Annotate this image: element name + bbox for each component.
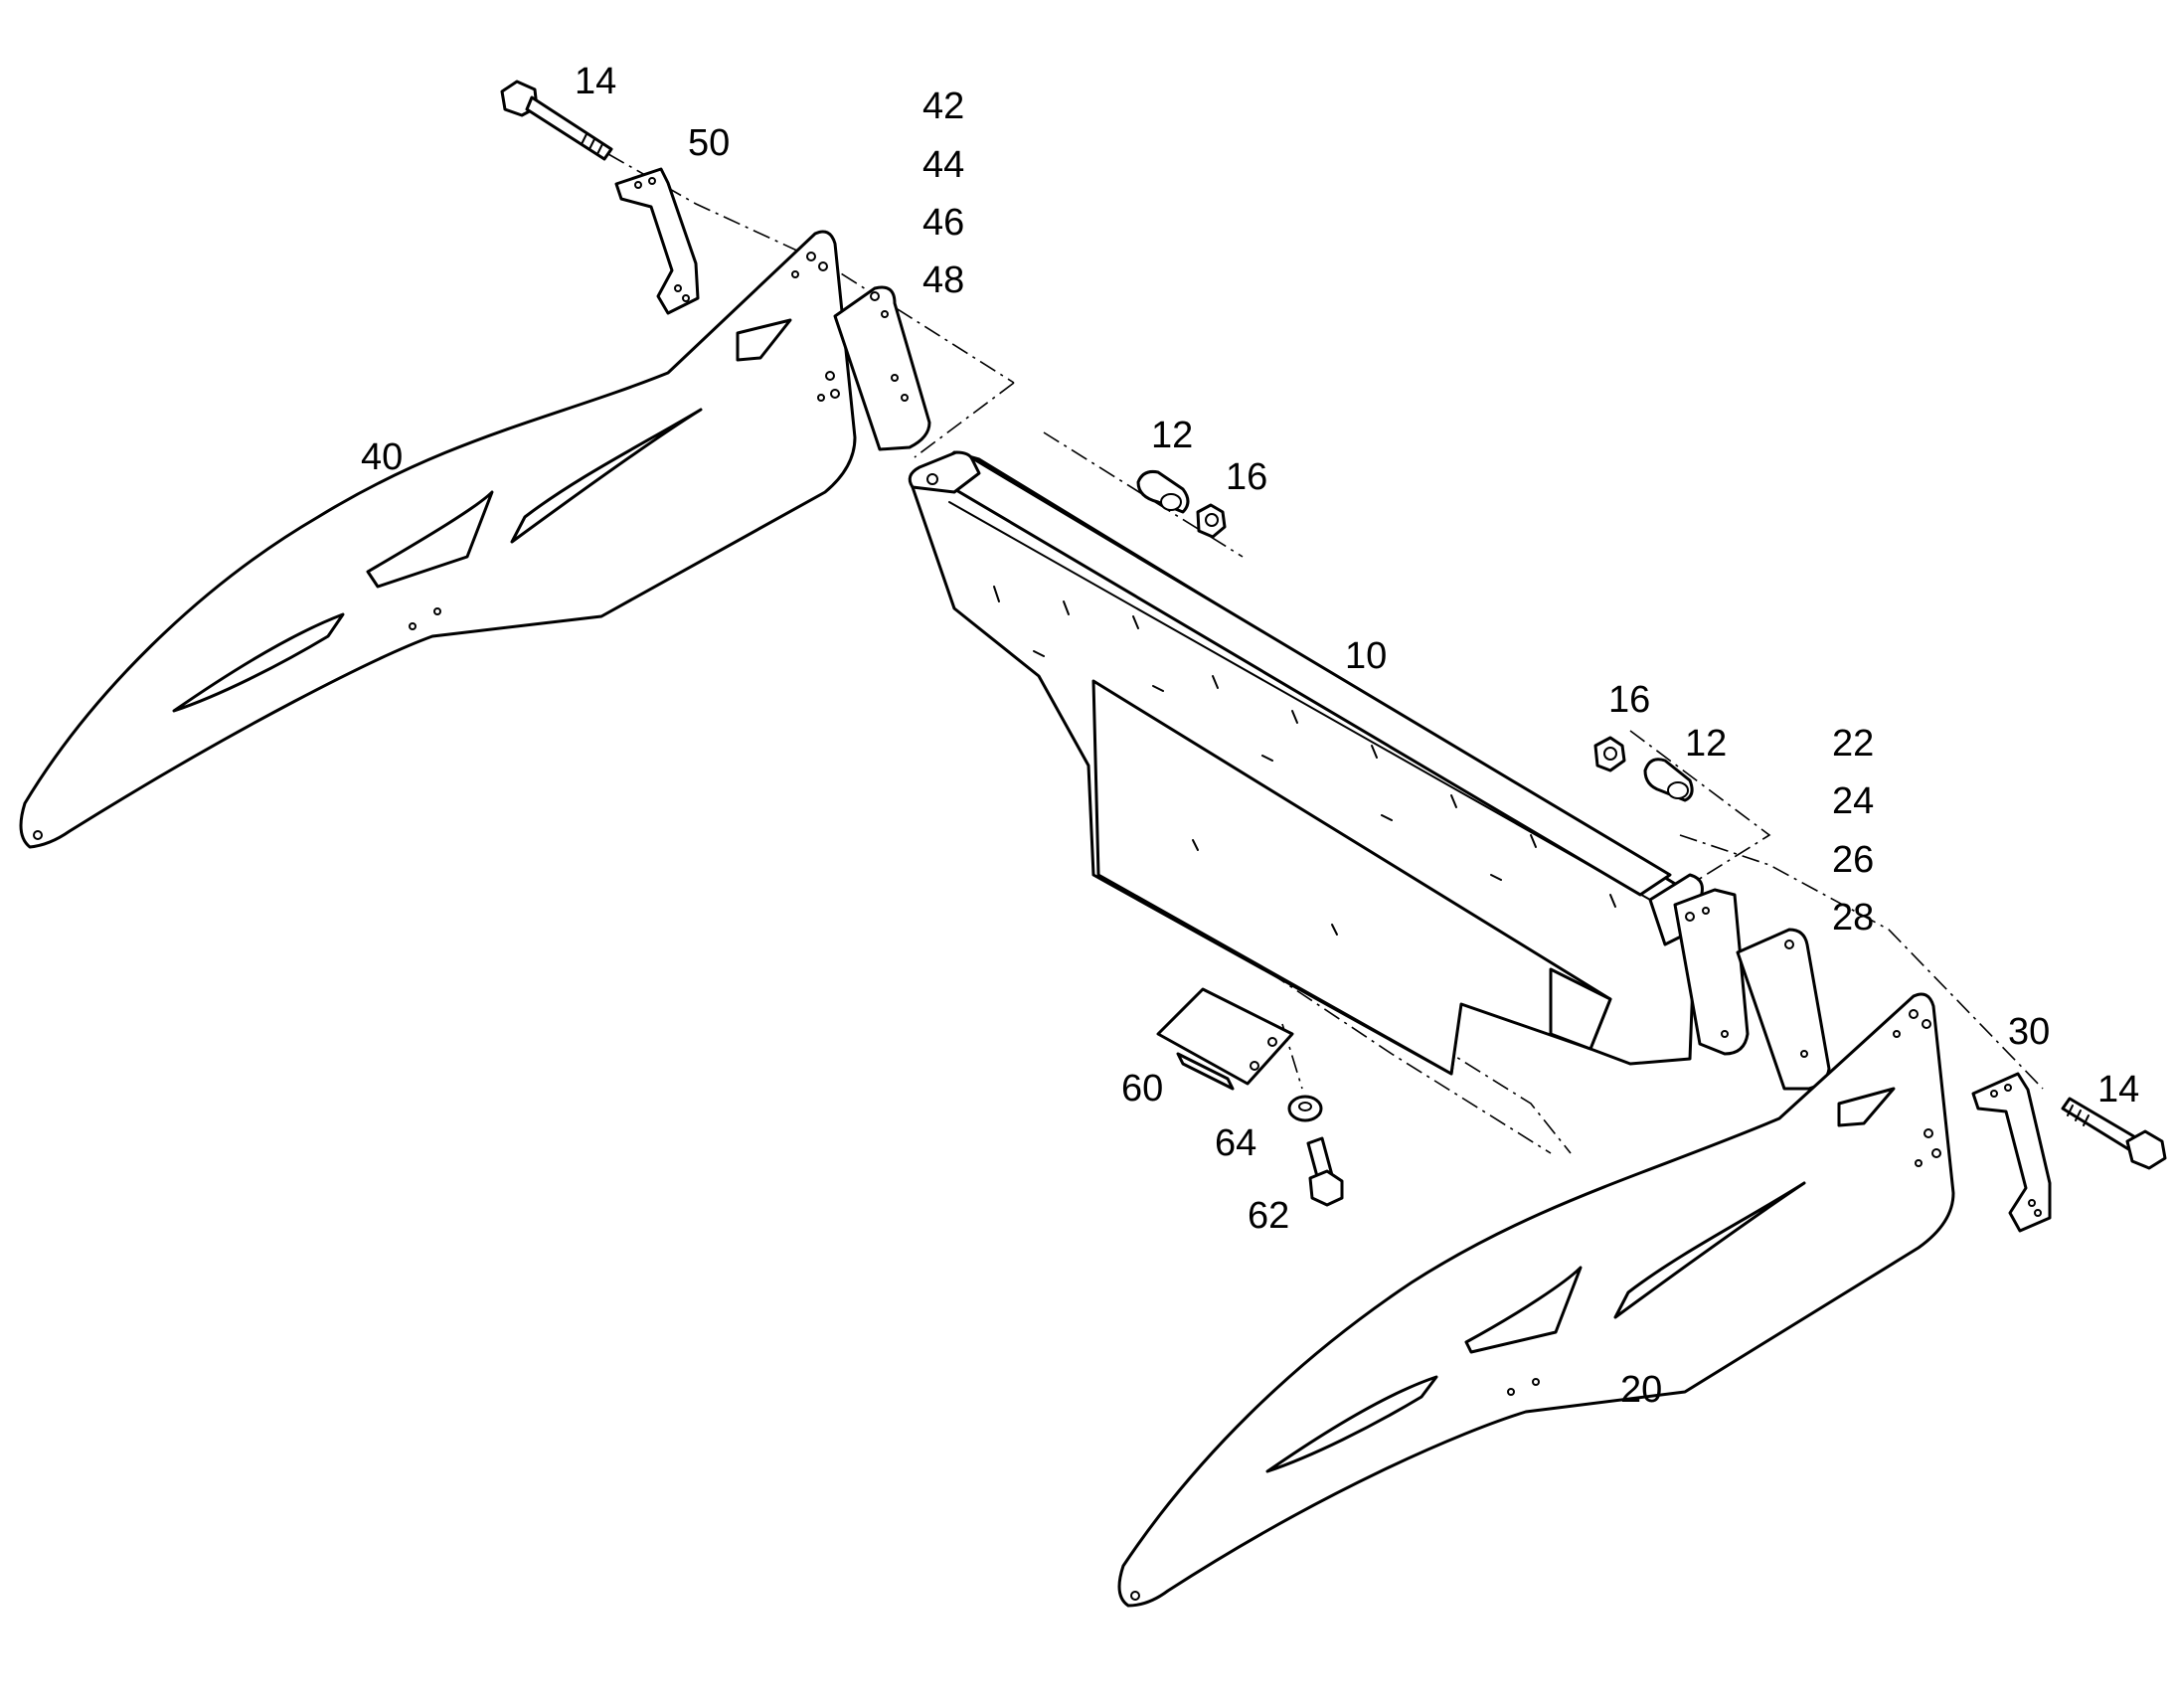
callout-24: 24 bbox=[1832, 780, 1874, 822]
upper-bushing-part-12 bbox=[1136, 470, 1190, 514]
callout-10: 10 bbox=[1345, 635, 1387, 677]
callout-42: 42 bbox=[922, 85, 964, 127]
right-side-arm-part-20 bbox=[1117, 992, 1955, 1608]
left-bracket-part-50 bbox=[614, 167, 700, 315]
right-plates-part-22-28 bbox=[1673, 888, 1831, 1091]
callout-20: 20 bbox=[1620, 1369, 1662, 1411]
screw-part-62 bbox=[1306, 1136, 1344, 1207]
callout-labels: 14 50 42 44 46 48 40 12 16 10 16 12 22 2… bbox=[361, 61, 2139, 1411]
lower-bushing-part-12 bbox=[1643, 758, 1694, 802]
central-beam-part-10 bbox=[908, 450, 1704, 1076]
right-bolt-part-14 bbox=[2061, 1097, 2167, 1170]
lower-nut-part-16 bbox=[1593, 736, 1626, 772]
callout-12-upper: 12 bbox=[1151, 415, 1193, 456]
callout-48: 48 bbox=[922, 259, 964, 301]
callout-14-left: 14 bbox=[575, 61, 616, 102]
callout-14-right: 14 bbox=[2097, 1069, 2139, 1110]
right-bracket-part-30 bbox=[1971, 1072, 2052, 1233]
callout-26: 26 bbox=[1832, 839, 1874, 881]
callout-60: 60 bbox=[1121, 1068, 1163, 1110]
callout-62: 62 bbox=[1248, 1195, 1289, 1237]
callout-16-lower: 16 bbox=[1608, 679, 1650, 721]
left-plates-part-42-48 bbox=[833, 285, 931, 451]
callout-50: 50 bbox=[688, 122, 730, 164]
left-side-arm-part-40 bbox=[19, 230, 857, 849]
callout-64: 64 bbox=[1215, 1122, 1256, 1164]
callout-16-upper: 16 bbox=[1226, 456, 1267, 498]
callout-30: 30 bbox=[2008, 1011, 2050, 1053]
callout-22: 22 bbox=[1832, 723, 1874, 765]
callout-28: 28 bbox=[1832, 897, 1874, 939]
callout-46: 46 bbox=[922, 202, 964, 244]
callout-44: 44 bbox=[922, 144, 964, 186]
left-bolt-part-14 bbox=[500, 80, 613, 161]
callout-40: 40 bbox=[361, 436, 403, 478]
mount-pad-part-60 bbox=[1156, 987, 1294, 1091]
washer-part-64 bbox=[1287, 1095, 1323, 1122]
upper-nut-part-16 bbox=[1196, 503, 1227, 539]
callout-12-lower: 12 bbox=[1685, 723, 1727, 765]
